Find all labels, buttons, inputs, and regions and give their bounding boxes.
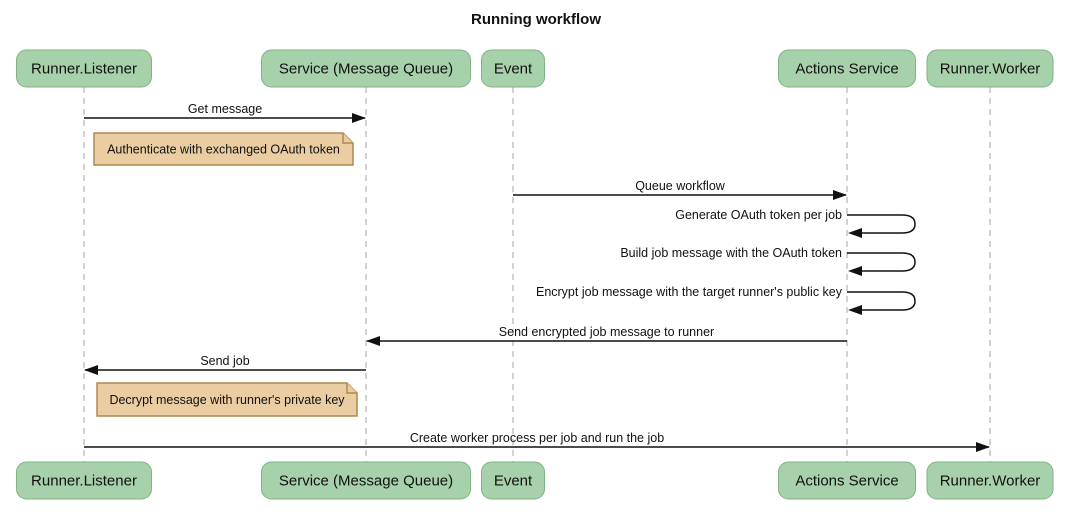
actor-box-event-bottom: [481, 461, 545, 500]
actor-box-runner-listener-bottom: [16, 461, 152, 500]
self-message-loop: [847, 214, 916, 234]
message-label: Get message: [188, 102, 262, 116]
self-message-loop: [847, 252, 916, 272]
arrowhead-icon: [366, 336, 380, 346]
actor-label-service-bottom: Service (Message Queue): [279, 473, 453, 490]
note-box: [93, 132, 354, 166]
actor-box-service-bottom: [261, 461, 471, 500]
actor-label-service-top: Service (Message Queue): [279, 61, 453, 78]
actor-label-event-bottom: Event: [494, 473, 533, 490]
actor-box-runner-worker-bottom: [926, 461, 1054, 500]
actor-label-runner-listener-bottom: Runner.Listener: [31, 473, 137, 490]
actor-box-service-top: [261, 49, 471, 88]
arrowhead-icon: [84, 365, 98, 375]
actor-label-actions-service-bottom: Actions Service: [795, 473, 898, 490]
actor-box-actions-service-bottom: [778, 461, 916, 500]
self-message-label: Build job message with the OAuth token: [620, 246, 842, 260]
note-label: Authenticate with exchanged OAuth token: [107, 143, 340, 157]
message-label: Create worker process per job and run th…: [410, 431, 664, 445]
arrowhead-icon: [352, 113, 366, 123]
arrowhead-icon: [848, 266, 862, 276]
note-box: [96, 382, 358, 417]
self-message-label: Encrypt job message with the target runn…: [536, 285, 843, 299]
arrowhead-icon: [848, 305, 862, 315]
message-label: Send encrypted job message to runner: [499, 325, 714, 339]
actor-label-event-top: Event: [494, 61, 533, 78]
self-message-loop: [847, 291, 916, 311]
message-label: Send job: [200, 354, 249, 368]
note-fold-icon: [342, 133, 353, 144]
actor-box-actions-service-top: [778, 49, 916, 88]
note-label: Decrypt message with runner's private ke…: [109, 393, 345, 407]
arrowhead-icon: [848, 228, 862, 238]
actor-box-runner-worker-top: [926, 49, 1054, 88]
actor-label-actions-service-top: Actions Service: [795, 61, 898, 78]
actor-box-runner-listener-top: [16, 49, 152, 88]
actor-label-runner-worker-top: Runner.Worker: [940, 61, 1041, 78]
diagram-title: Running workflow: [471, 11, 601, 28]
self-message-label: Generate OAuth token per job: [675, 208, 842, 222]
arrowhead-icon: [976, 442, 990, 452]
arrowhead-icon: [833, 190, 847, 200]
actor-label-runner-listener-top: Runner.Listener: [31, 61, 137, 78]
message-label: Queue workflow: [635, 179, 726, 193]
actor-box-event-top: [481, 49, 545, 88]
note-fold-icon: [346, 383, 357, 394]
actor-label-runner-worker-bottom: Runner.Worker: [940, 473, 1041, 490]
